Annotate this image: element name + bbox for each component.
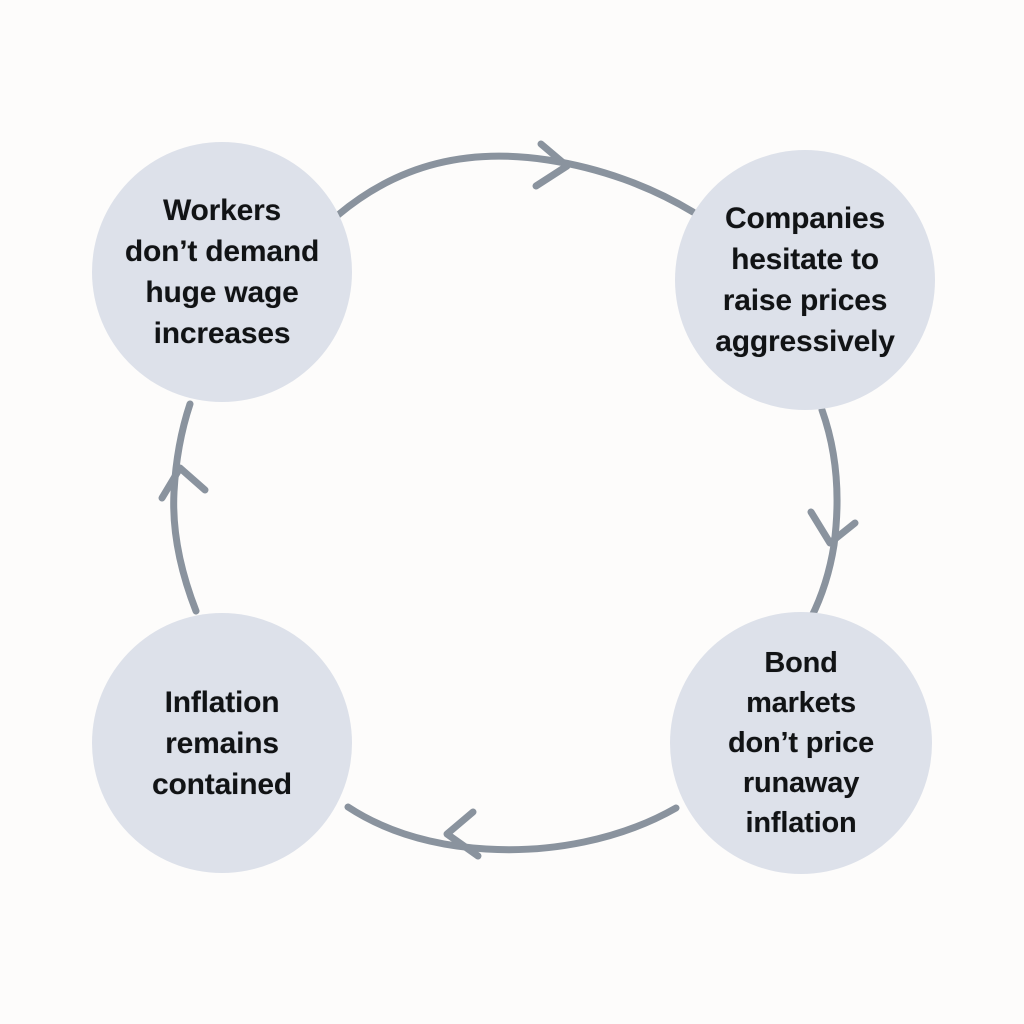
cycle-node-workers-wages[interactable]: Workers don’t demand huge wage increases [92, 142, 352, 402]
cycle-node-bond-markets[interactable]: Bond markets don’t price runaway inflati… [670, 612, 932, 874]
cycle-node-label: Companies hesitate to raise prices aggre… [715, 202, 895, 358]
edge-right [807, 406, 859, 622]
edge-bottom [344, 803, 680, 860]
cycle-node-companies-prices[interactable]: Companies hesitate to raise prices aggre… [675, 150, 935, 410]
edge-top [334, 140, 697, 219]
edge-left [158, 400, 209, 615]
cycle-node-label: Inflation remains contained [152, 685, 292, 801]
cycle-node-label: Workers don’t demand huge wage increases [124, 194, 320, 350]
cycle-node-label: Bond markets don’t price runaway inflati… [727, 647, 875, 839]
cycle-node-inflation-contained[interactable]: Inflation remains contained [92, 613, 352, 873]
